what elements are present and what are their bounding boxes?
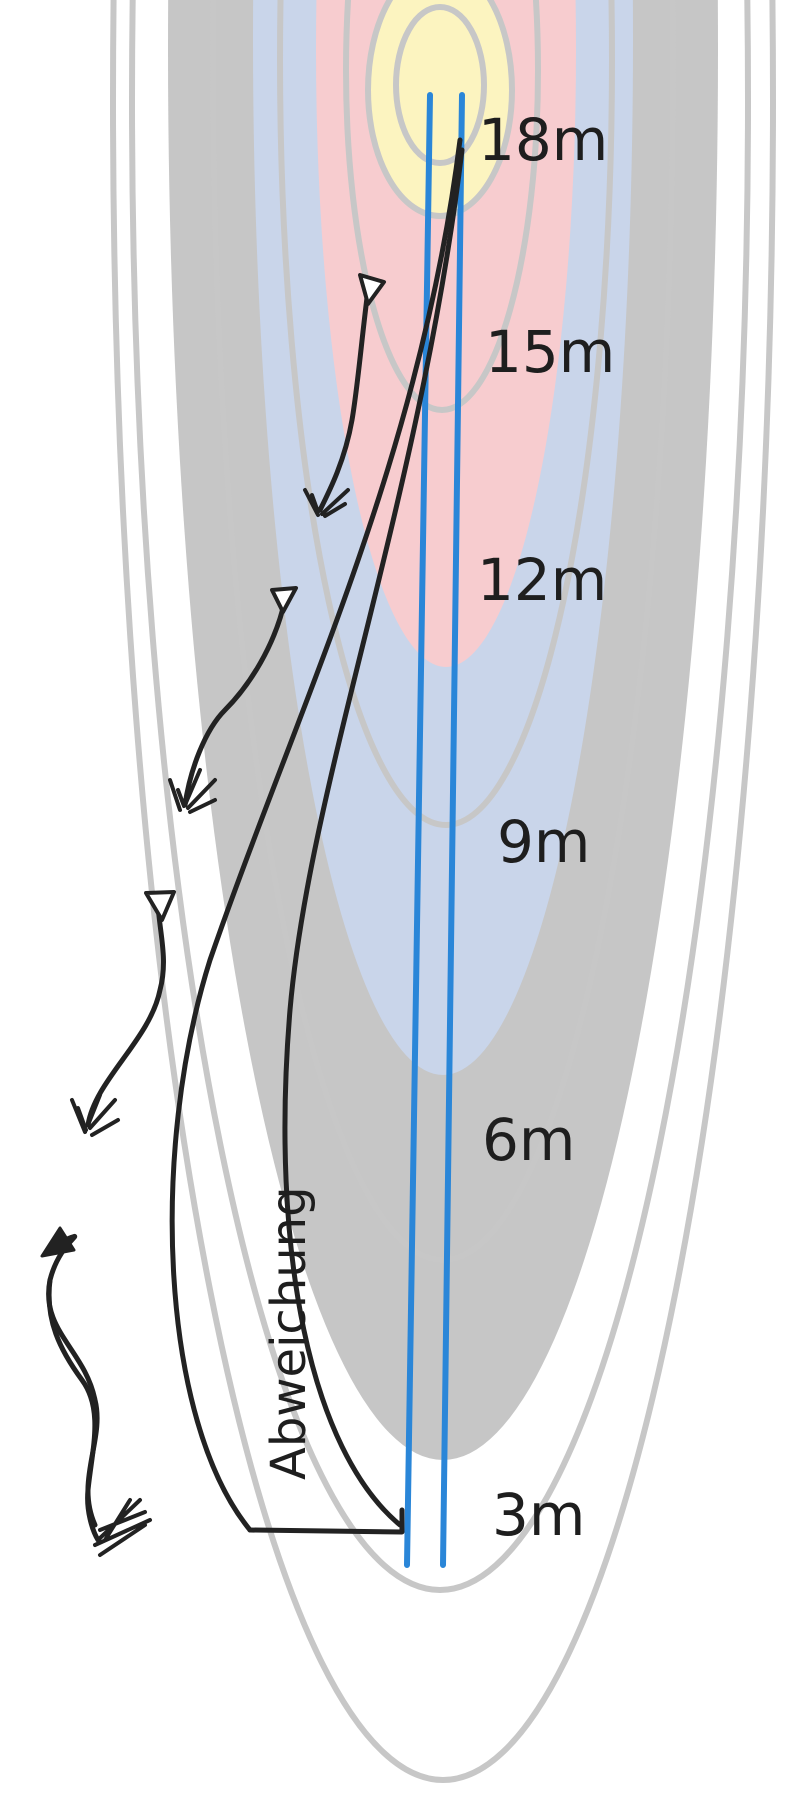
- label-15m: 15m: [485, 318, 615, 386]
- black-zone-inner-ring: [210, 0, 676, 1263]
- red-zone-inner-ring: [343, 0, 541, 413]
- label-9m: 9m: [497, 808, 590, 876]
- deviation-bracket: [247, 1507, 405, 1535]
- arrow-icon: [168, 586, 298, 814]
- label-18m: 18m: [478, 106, 608, 174]
- label-3m: 3m: [492, 1481, 585, 1549]
- guide-lines: [404, 92, 465, 1568]
- arrow-icon: [70, 890, 176, 1137]
- arrow-sketches: [40, 273, 386, 1557]
- guide-line-right: [440, 92, 465, 1568]
- target-rings: [110, 0, 776, 1783]
- label-12m: 12m: [477, 546, 607, 614]
- distance-labels: 18m 15m 12m 9m 6m 3m: [477, 106, 615, 1549]
- deviation-curve-inner: [282, 147, 465, 1528]
- deviation-curves: [169, 137, 465, 1535]
- gold-zone: [365, 0, 515, 219]
- label-6m: 6m: [482, 1106, 575, 1174]
- deviation-label: Abweichung: [261, 1186, 317, 1480]
- arrow-icon: [40, 1226, 152, 1557]
- gold-inner-ring: [393, 4, 487, 166]
- deviation-curve-outer: [169, 137, 463, 1533]
- arrow-icon: [303, 273, 386, 518]
- guide-line-left: [404, 92, 433, 1568]
- blue-zone-inner-ring: [277, 0, 615, 828]
